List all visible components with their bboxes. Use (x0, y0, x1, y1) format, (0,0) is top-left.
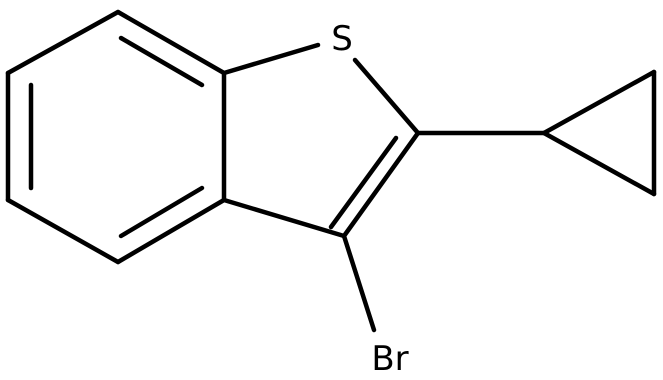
bond-c7-c8-inner (328, 135, 399, 230)
sulfur-atom-label: S (331, 19, 353, 59)
bond-c3-c4-inner (118, 185, 205, 239)
bond-c8-c3 (221, 197, 347, 239)
bond-cp3-cp1 (541, 130, 657, 197)
bond-c2-s (221, 42, 321, 76)
thiophene-ring (221, 42, 421, 239)
bond-c6-c1 (5, 9, 121, 76)
cyclopropyl-ring (541, 69, 657, 197)
bond-c4-c5 (5, 197, 121, 265)
substituent-bonds (341, 130, 547, 333)
bond-c8-br (341, 233, 377, 333)
bond-c1-c2 (115, 9, 227, 76)
benzene-ring (5, 9, 227, 265)
bond-c3-c4 (115, 197, 227, 265)
bond-s-c7 (352, 57, 421, 136)
bond-c1-c2-inner (118, 35, 205, 88)
bond-c7-c8 (341, 130, 421, 239)
bond-cp1-cp2 (541, 69, 657, 136)
bromine-atom-label: Br (371, 339, 408, 379)
